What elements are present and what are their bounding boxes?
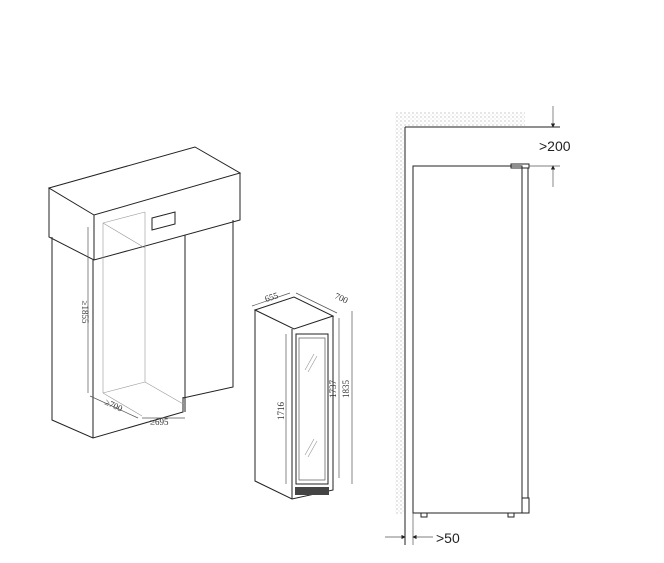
body-height-label: 1737 xyxy=(328,380,338,399)
niche-depth-label: ≥700 xyxy=(103,397,124,414)
niche-height-label: ≥1855 xyxy=(80,301,90,324)
appliance-side xyxy=(412,165,523,514)
cabinet-top-front xyxy=(48,173,241,261)
total-height-label: 1835 xyxy=(341,380,351,399)
glass-door xyxy=(295,333,329,485)
cabinet-top-face xyxy=(47,146,242,216)
niche-isometric-view: ≥1855 ≥700 ≥695 xyxy=(47,146,242,439)
niche-width-label: ≥695 xyxy=(150,417,169,427)
wall-hatch xyxy=(395,112,405,514)
control-panel-grille xyxy=(295,487,329,495)
top-clearance-label: >200 xyxy=(539,138,571,154)
door-edge xyxy=(521,167,529,499)
door-height-label: 1716 xyxy=(276,402,286,421)
appliance-isometric-view: 655 700 1716 1737 1835 xyxy=(251,290,353,500)
rear-clearance-label: >50 xyxy=(436,530,460,546)
ceiling-hatch xyxy=(395,112,525,127)
appliance-width-label: 655 xyxy=(264,290,280,304)
appliance-depth-label: 700 xyxy=(333,291,350,306)
side-clearance-view: >200 >50 xyxy=(385,106,571,546)
vent-opening xyxy=(151,211,176,231)
